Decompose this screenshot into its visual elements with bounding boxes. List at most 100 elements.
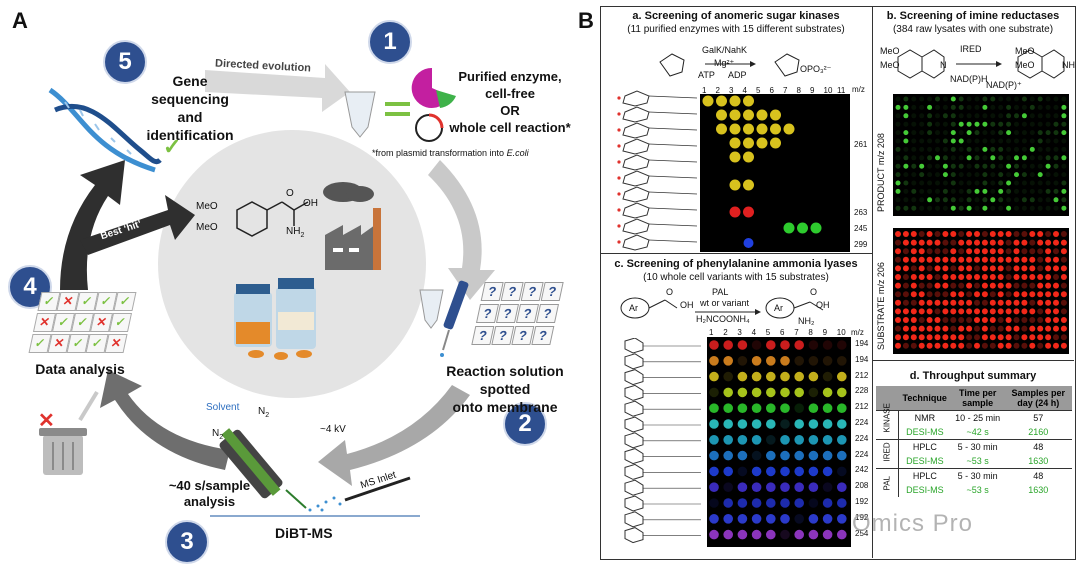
ired-product-spot bbox=[942, 130, 948, 136]
pal-spot bbox=[751, 498, 762, 508]
column-number: 5 bbox=[756, 86, 761, 95]
ired-substrate-spot bbox=[926, 334, 933, 341]
ired-substrate-spot bbox=[966, 299, 973, 306]
ired-product-spot bbox=[935, 96, 940, 102]
ired-substrate-spot bbox=[1060, 274, 1067, 280]
fluorine-mark bbox=[617, 192, 621, 196]
ired-product-spot bbox=[895, 205, 901, 211]
ired-product-spot bbox=[1037, 104, 1043, 110]
ired-product-spot bbox=[1006, 130, 1012, 136]
table-cell: ~53 s bbox=[966, 456, 989, 466]
pal-spot bbox=[766, 403, 776, 413]
ired-product-spot bbox=[911, 155, 917, 161]
pal-mz-value: 224 bbox=[855, 418, 869, 427]
ired-product-spot bbox=[966, 205, 972, 211]
kinase-mz-2: 263 bbox=[854, 208, 868, 217]
ired-product-spot bbox=[1037, 188, 1043, 194]
question-membrane-grid: ???????????? bbox=[471, 282, 564, 345]
ired-substrate-spot bbox=[1037, 239, 1044, 246]
ired-product-spot bbox=[903, 188, 909, 194]
ired-substrate-spot bbox=[958, 248, 965, 255]
ired-product-spot bbox=[1006, 180, 1012, 186]
ired-substrate-spot bbox=[958, 299, 965, 306]
ired-product-spot bbox=[919, 172, 925, 178]
ired-substrate-spot bbox=[1053, 342, 1059, 349]
ired-substrate-spot bbox=[1005, 334, 1012, 341]
column-number: 9 bbox=[822, 328, 828, 337]
pal-spot bbox=[751, 529, 762, 540]
ired-product-spot bbox=[1006, 146, 1012, 152]
ired-product-spot bbox=[950, 155, 956, 161]
pal-spot bbox=[723, 498, 733, 508]
ired-product-spot bbox=[1053, 163, 1059, 169]
ired-product-spot bbox=[1037, 121, 1043, 127]
ired-product-spot bbox=[1014, 146, 1019, 152]
hydroxyl-label: OH bbox=[303, 198, 318, 209]
ired-substrate-spot bbox=[950, 256, 957, 263]
best-hit-arrow-up bbox=[60, 160, 125, 290]
ired-substrate-spot bbox=[1060, 291, 1067, 298]
ired-product-spot bbox=[1021, 188, 1027, 194]
ired-substrate-spot bbox=[950, 239, 957, 246]
ired-substrate-spot bbox=[942, 231, 949, 237]
ired-product-spot bbox=[1006, 138, 1012, 144]
ired-substrate-spot bbox=[902, 231, 909, 237]
ired-product-spot bbox=[974, 104, 980, 110]
ired-product-spot bbox=[895, 113, 901, 119]
dimethoxy-phenylalanine-structure bbox=[236, 201, 309, 237]
ired-substrate-spot bbox=[895, 299, 901, 306]
ired-substrate-spot bbox=[1053, 291, 1059, 298]
dibt-ms-label: DiBT-MS bbox=[275, 525, 333, 541]
ired-product-spot bbox=[1029, 180, 1035, 186]
ired-product-spot bbox=[903, 163, 909, 169]
ired-substrate-spot bbox=[974, 274, 980, 280]
pal-spot bbox=[766, 340, 776, 350]
ired-substrate-spot bbox=[1045, 239, 1052, 246]
ired-substrate-spot bbox=[997, 291, 1004, 298]
ired-product-spot bbox=[919, 205, 925, 211]
sugar-ring bbox=[622, 218, 650, 235]
question-cell: ? bbox=[535, 304, 560, 323]
ired-substrate-spot bbox=[1013, 248, 1020, 255]
ired-product-spot bbox=[966, 172, 972, 178]
ired-substrate-spot bbox=[1045, 248, 1052, 255]
kinase-spot bbox=[743, 123, 754, 135]
ired-product-spot bbox=[935, 113, 940, 119]
ired-product-spot bbox=[1014, 172, 1019, 178]
sugar-link bbox=[648, 191, 698, 195]
ired-substrate-spot bbox=[997, 299, 1004, 306]
ired-product-spot bbox=[950, 104, 956, 110]
ired-product-spot bbox=[982, 205, 988, 211]
red-cross-icon: ✕ bbox=[38, 410, 55, 432]
ired-substrate-spot bbox=[1005, 317, 1012, 323]
ired-substrate-spot bbox=[997, 282, 1004, 289]
pal-spot bbox=[822, 498, 833, 508]
pal-spot bbox=[837, 466, 847, 477]
ired-product-spot bbox=[958, 104, 964, 110]
ired-substrate-spot bbox=[1029, 325, 1036, 332]
ired-substrate-spot bbox=[958, 282, 965, 289]
table-header-blank bbox=[876, 386, 899, 411]
pal-spot bbox=[780, 403, 790, 413]
ired-meo-3: MeO bbox=[1015, 46, 1035, 56]
ired-product-spot bbox=[927, 130, 933, 136]
ired-substrate-spot bbox=[1037, 256, 1044, 263]
ired-product-spot bbox=[903, 121, 909, 127]
ired-product-spot bbox=[958, 188, 964, 194]
ired-substrate-spot bbox=[989, 231, 996, 237]
ired-substrate-spot bbox=[942, 317, 949, 323]
ired-product-spot bbox=[1053, 96, 1059, 102]
ired-substrate-spot bbox=[942, 299, 949, 306]
ired-substrate-spot bbox=[966, 334, 973, 341]
ired-product-spot bbox=[950, 205, 956, 211]
ired-product-spot bbox=[1045, 188, 1051, 194]
ired-substrate-spot bbox=[942, 334, 949, 341]
ired-substrate-spot bbox=[1045, 256, 1052, 263]
ired-product-spot bbox=[927, 96, 933, 102]
pal-spot bbox=[794, 435, 804, 445]
ired-substrate-spot bbox=[926, 239, 933, 246]
ired-substrate-spot bbox=[895, 265, 901, 272]
ired-substrate-spot bbox=[1021, 248, 1028, 255]
pal-mz-value: 224 bbox=[855, 433, 869, 443]
ired-substrate-spot bbox=[1060, 299, 1067, 306]
